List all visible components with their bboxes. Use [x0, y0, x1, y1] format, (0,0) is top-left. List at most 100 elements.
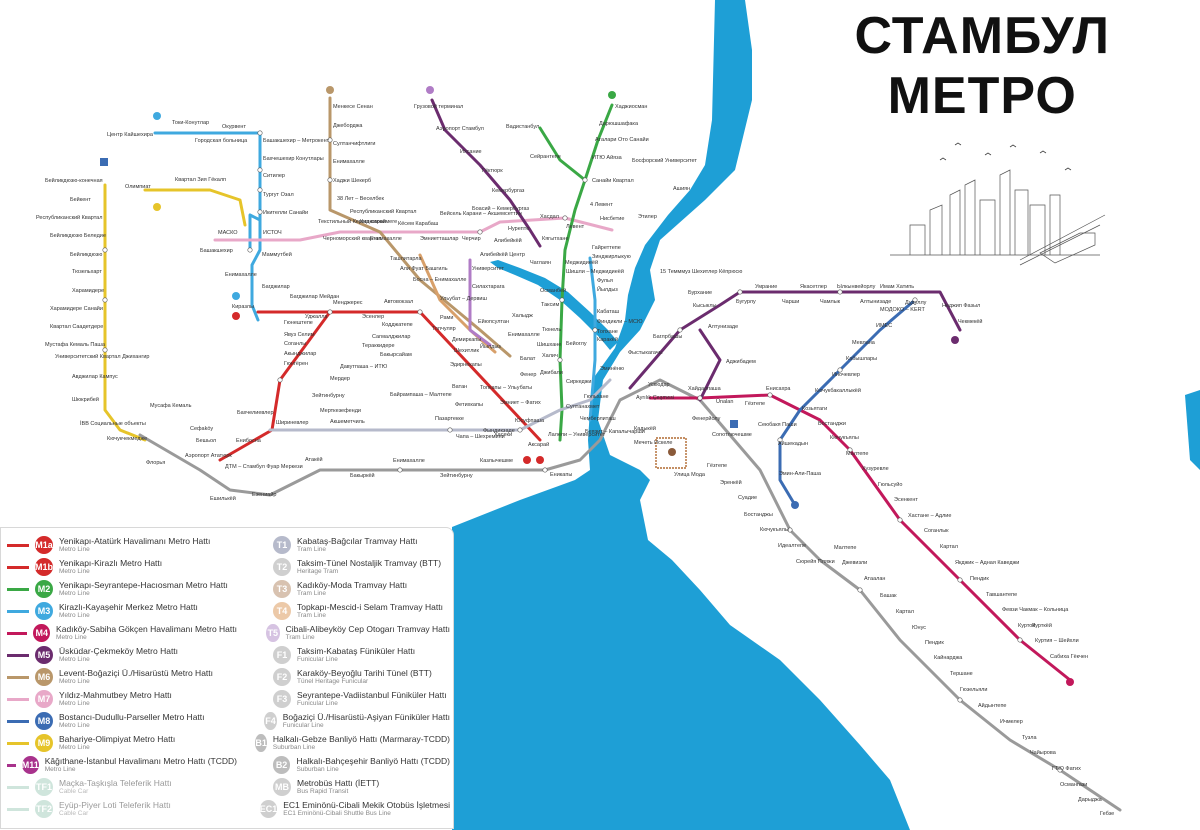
station-label[interactable]: Фенер [520, 372, 536, 378]
station-label[interactable]: Кёсем Карабаш [398, 221, 439, 227]
station-label[interactable]: Бостанджи [818, 421, 846, 427]
station-label[interactable]: Мерткезефенди [320, 408, 361, 414]
station-label[interactable]: Мусафа Кемаль [150, 403, 192, 409]
station-label[interactable]: Енимахалле [333, 159, 365, 165]
station-label[interactable]: Ичмелер [1000, 719, 1023, 725]
station-label[interactable]: Гюльсуйо [878, 481, 902, 488]
station-label[interactable]: Рами [440, 315, 453, 321]
station-label[interactable]: Бакыркёй [350, 472, 375, 479]
station-label[interactable]: Улица Мода [674, 472, 706, 478]
station-label[interactable]: Эмниетташлар [420, 236, 458, 242]
station-label[interactable]: Бейликдюзю [70, 251, 102, 258]
station-label[interactable]: Олимпиат [125, 184, 151, 190]
station-label[interactable]: Явуз Селим [284, 332, 315, 338]
line-m3-branch[interactable] [248, 213, 262, 252]
station-label[interactable]: Иночевлер [832, 372, 860, 378]
station-label[interactable]: Этилер [638, 214, 657, 220]
station-label[interactable]: Эмин-Али-Паша [779, 471, 822, 477]
station-label[interactable]: Эдирнекапы [450, 362, 482, 368]
station-label[interactable]: Силахтарага [472, 284, 506, 290]
station-label[interactable]: Йылдыз [597, 285, 618, 293]
station-label[interactable]: Картал [896, 609, 914, 615]
station-label[interactable]: Зейтинбурну [440, 472, 473, 479]
station-label[interactable]: Гёзтепе [707, 463, 727, 469]
station-label[interactable]: Нисбетие [600, 216, 624, 222]
station-label[interactable]: Шюкрибей [72, 396, 99, 403]
station-label[interactable]: Имам Хатипь [880, 284, 914, 290]
station-label[interactable]: Эмниет – Фатих [500, 400, 541, 406]
station-label[interactable]: Малтепе [846, 451, 868, 457]
station-label[interactable]: ДТМ – Стамбул Фуар Меркези [225, 464, 303, 470]
station-label[interactable]: Соганлы [284, 341, 306, 347]
station-label[interactable]: Куртия – Шейхли [1035, 637, 1079, 644]
station-label[interactable]: Меджидиеёй [565, 259, 598, 266]
station-label[interactable]: Бахчелиевлер [237, 410, 274, 416]
station-label[interactable]: Енибосна [236, 438, 262, 444]
station-label[interactable]: Хаджиосман [615, 104, 647, 110]
station-label[interactable]: Курткёй [1032, 622, 1052, 629]
station-label[interactable]: Сефаköy [190, 426, 213, 432]
station-label[interactable]: Киджикжемеге [360, 219, 397, 225]
station-label[interactable]: Хузуревле [862, 466, 889, 472]
station-label[interactable]: Османгази [1060, 782, 1087, 788]
station-label[interactable]: Султанахмет [566, 404, 600, 410]
station-label[interactable]: Аэропорт Ататюрк [185, 453, 232, 459]
station-label[interactable]: Менджерес [333, 300, 363, 306]
station-label[interactable]: Чамлык [820, 299, 841, 305]
station-label[interactable]: Городская больница [195, 138, 248, 144]
station-label[interactable]: Квартал Саадетдере [50, 324, 103, 330]
station-label[interactable]: Джибали [540, 370, 563, 376]
station-label[interactable]: Хасдал [540, 214, 559, 220]
station-label[interactable]: Кайнарджа [934, 654, 963, 661]
station-label[interactable]: Хайдарпаша [688, 385, 722, 392]
station-label[interactable]: Юнус [912, 625, 926, 631]
station-label[interactable]: Енимахалле [393, 458, 425, 464]
station-label[interactable]: Кючукъялы [760, 527, 789, 533]
station-label[interactable]: Кючукбакаллыкёй [815, 387, 861, 394]
station-label[interactable]: Багджилар Мейдан [290, 293, 339, 300]
station-label[interactable]: Ейюпсултан [478, 318, 509, 325]
station-label[interactable]: Тургут Озал [263, 192, 294, 198]
station-label[interactable]: ИМЕС [876, 323, 892, 329]
station-label[interactable]: Ватан [452, 384, 467, 390]
station-label[interactable]: Ихсание [460, 149, 482, 155]
line-m2-north[interactable] [538, 126, 587, 182]
station-label[interactable]: Кючукъялы [830, 435, 859, 441]
station-label[interactable]: Топхане [597, 329, 618, 335]
station-label[interactable]: Гюзельяли [960, 687, 987, 693]
station-label[interactable]: Айшекадын [778, 440, 808, 447]
station-label[interactable]: Уджалла [305, 314, 328, 320]
station-label[interactable]: 15 Темммуз Шехитлер Кёпрюсю [660, 269, 742, 275]
station-label[interactable]: Зейтинбурну [312, 392, 345, 399]
station-label[interactable]: Университет [472, 266, 504, 272]
station-label[interactable]: Байрампаша – Малтепе [390, 391, 452, 398]
station-label[interactable]: Вадистанбул [506, 124, 539, 130]
line-m1a[interactable] [218, 310, 332, 462]
station-label[interactable]: Фындикзаде [483, 428, 515, 434]
station-label[interactable]: Куртой [1018, 622, 1035, 629]
station-label[interactable]: Алибейкёй Центр [480, 251, 525, 258]
station-label[interactable]: Ташлитарла [390, 256, 422, 262]
station-label[interactable]: Бостанджы [744, 512, 773, 518]
station-label[interactable]: Айдынтепе [978, 702, 1007, 709]
station-label[interactable]: Ayrılık Çeşmesi [636, 395, 674, 401]
station-label[interactable]: Алтунизаде [708, 324, 738, 330]
station-label[interactable]: Сейрантепе [530, 153, 561, 160]
station-label[interactable]: ИТЮ Айяза [592, 154, 623, 161]
station-label[interactable]: Киразлы [232, 304, 254, 310]
station-label[interactable]: Аталари Ото Санайи [595, 136, 649, 143]
station-label[interactable]: Боасий – Кемербургаз [472, 205, 530, 212]
station-label[interactable]: Республиканский Квартал [36, 214, 102, 221]
station-label[interactable]: Суадие [738, 495, 757, 501]
station-label[interactable]: Атаалан [864, 576, 885, 582]
station-label[interactable]: Грузовой терминал [414, 103, 463, 110]
station-label[interactable]: Флорья [146, 460, 165, 466]
station-label[interactable]: Квартал Зия Гёкалп [175, 177, 226, 183]
